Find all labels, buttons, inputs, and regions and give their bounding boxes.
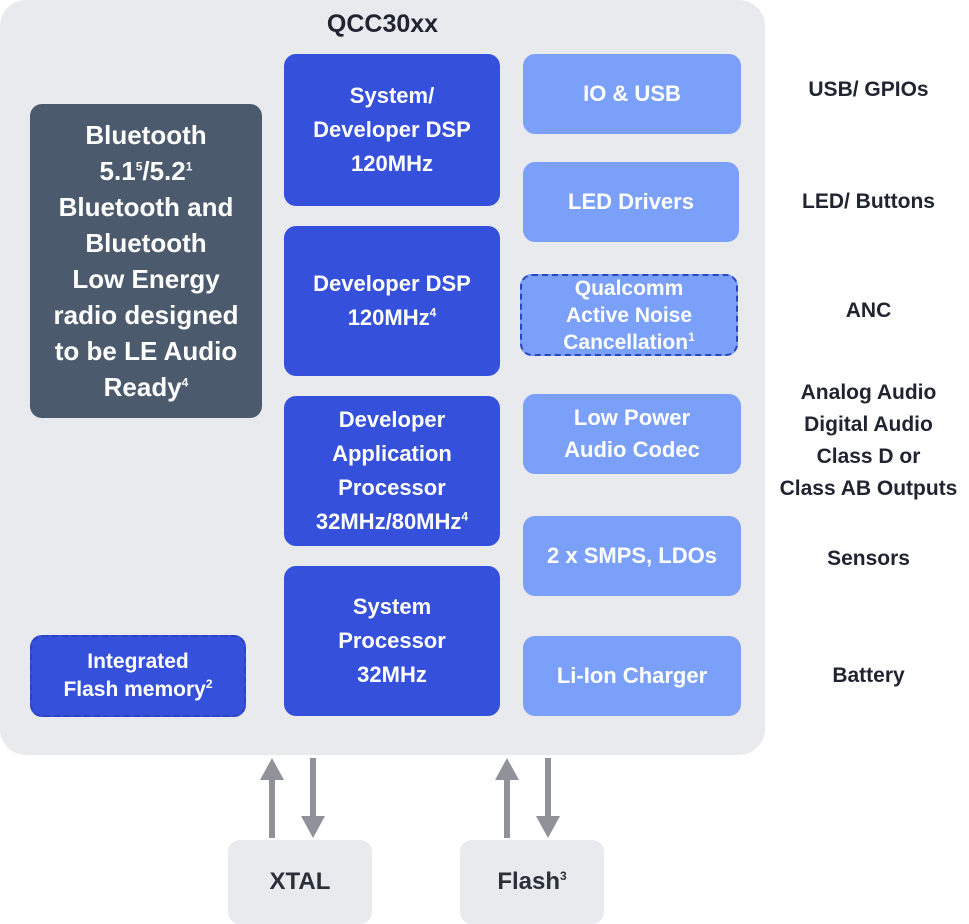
radio-line-4: Bluetooth bbox=[85, 228, 207, 258]
anc-line-3: Cancellation1 bbox=[563, 329, 695, 354]
xtal-block: XTAL bbox=[228, 840, 372, 924]
xtal-up-arrow-head bbox=[260, 758, 284, 780]
audio-label-line-2: Digital Audio bbox=[804, 413, 933, 436]
developer-application-processor-block: Developer Application Processor 32MHz/80… bbox=[284, 396, 500, 546]
radio-line-6: radio designed bbox=[53, 300, 239, 330]
battery-label: Battery bbox=[832, 664, 905, 687]
anc-line-1: Qualcomm bbox=[574, 276, 684, 300]
radio-line-3: Bluetooth and bbox=[58, 192, 234, 222]
radio-line-5: Low Energy bbox=[72, 264, 220, 294]
sensors-label: Sensors bbox=[827, 547, 910, 570]
flash-up-arrow-head bbox=[495, 758, 519, 780]
radio-line-7: to be LE Audio bbox=[54, 336, 238, 366]
radio-line-8: Ready4 bbox=[103, 372, 189, 402]
io-usb-block: IO & USB bbox=[523, 54, 741, 134]
audio-label-line-4: Class AB Outputs bbox=[779, 477, 958, 500]
usb-gpios-label: USB/ GPIOs bbox=[808, 78, 929, 101]
external-flash-label: Flash3 bbox=[497, 868, 567, 895]
anc-line-2: Active Noise bbox=[565, 303, 693, 327]
led-buttons-label: LED/ Buttons bbox=[802, 190, 935, 213]
audio-label-line-3: Class D or bbox=[816, 445, 921, 468]
app-processor-line-1: Developer bbox=[338, 407, 446, 432]
developer-dsp-line-1: Developer DSP bbox=[313, 271, 471, 296]
external-flash-block: Flash3 bbox=[460, 840, 604, 924]
system-processor-block: System Processor 32MHz bbox=[284, 566, 500, 716]
developer-dsp-line-2: 120MHz4 bbox=[347, 305, 437, 330]
developer-dsp-block: Developer DSP 120MHz4 bbox=[284, 226, 500, 376]
led-drivers-block: LED Drivers bbox=[523, 162, 739, 242]
app-processor-line-4: 32MHz/80MHz4 bbox=[315, 509, 469, 534]
xtal-down-arrow-head bbox=[301, 816, 325, 838]
system-dsp-line-3: 120MHz bbox=[351, 151, 433, 176]
audio-outputs-label: Analog Audio Digital Audio Class D or Cl… bbox=[768, 377, 969, 505]
system-processor-line-1: System bbox=[352, 594, 432, 619]
system-dsp-line-1: System/ bbox=[349, 83, 435, 108]
li-ion-charger-block: Li-Ion Charger bbox=[523, 636, 741, 716]
radio-line-1: Bluetooth bbox=[85, 120, 207, 150]
flash-memory-line-1: Integrated bbox=[87, 650, 189, 673]
audio-label-line-1: Analog Audio bbox=[800, 381, 937, 404]
integrated-flash-memory-block: Integrated Flash memory2 bbox=[30, 635, 246, 717]
codec-line-1: Low Power bbox=[573, 405, 691, 430]
low-power-audio-codec-block: Low Power Audio Codec bbox=[523, 394, 741, 474]
codec-line-2: Audio Codec bbox=[564, 437, 700, 462]
system-processor-line-3: 32MHz bbox=[357, 662, 427, 687]
chip-title: QCC30xx bbox=[326, 10, 439, 38]
app-processor-line-3: Processor bbox=[338, 475, 446, 500]
anc-label: ANC bbox=[845, 299, 892, 322]
system-processor-line-2: Processor bbox=[338, 628, 446, 653]
system-dsp-line-2: Developer DSP bbox=[313, 117, 471, 142]
flash-down-arrow-head bbox=[536, 816, 560, 838]
bluetooth-radio-block: Bluetooth 5.15/5.21 Bluetooth and Blueto… bbox=[30, 104, 262, 418]
flash-memory-line-2: Flash memory2 bbox=[63, 677, 213, 701]
app-processor-line-2: Application bbox=[332, 441, 452, 466]
smps-ldos-block: 2 x SMPS, LDOs bbox=[523, 516, 741, 596]
system-developer-dsp-block: System/ Developer DSP 120MHz bbox=[284, 54, 500, 206]
radio-line-2: 5.15/5.21 bbox=[99, 156, 193, 186]
active-noise-cancellation-block: Qualcomm Active Noise Cancellation1 bbox=[520, 274, 738, 356]
